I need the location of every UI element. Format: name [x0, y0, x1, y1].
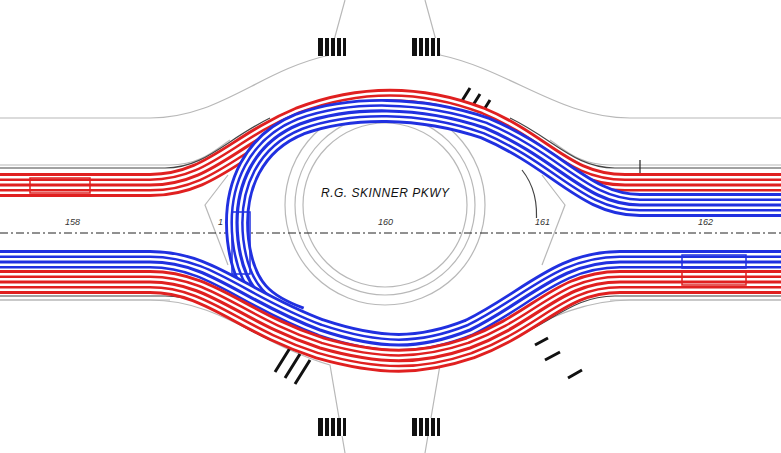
station-number: 161	[534, 218, 551, 227]
swept-path	[0, 282, 781, 361]
station-number: 158	[64, 218, 81, 227]
swept-path	[0, 282, 781, 361]
street-name: R.G. SKINNER PKWY	[321, 187, 450, 199]
swept-path	[0, 282, 781, 361]
station-number: 1	[217, 218, 224, 227]
station-number: 162	[697, 218, 714, 227]
swept-path	[0, 282, 781, 361]
swept-path	[0, 282, 781, 361]
station-number: 160	[377, 218, 394, 227]
